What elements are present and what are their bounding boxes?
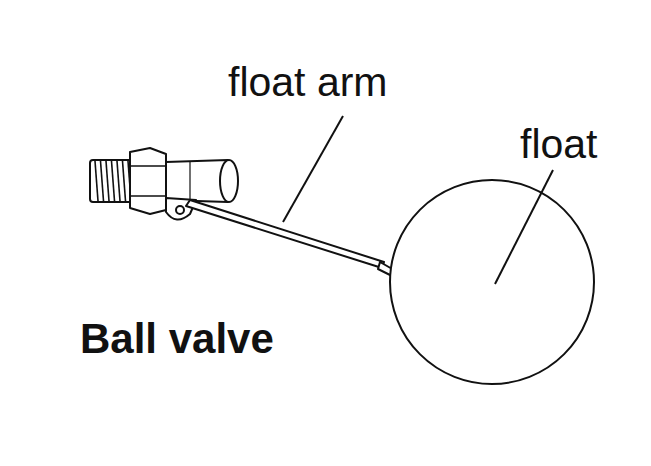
valve-nozzle	[220, 160, 238, 202]
leader-line	[283, 116, 343, 222]
float-ball	[390, 180, 594, 384]
float-arm-rod	[186, 200, 384, 268]
thread-line	[95, 161, 98, 201]
leader-line	[495, 170, 553, 284]
thread-line	[112, 161, 115, 201]
diagram-title: Ball valve	[80, 318, 274, 360]
thread-line	[123, 161, 126, 201]
hex-nut	[130, 148, 166, 214]
pivot-hole	[176, 206, 184, 214]
part-label: float arm	[228, 62, 388, 103]
thread-line	[117, 161, 120, 201]
thread-line	[106, 161, 109, 201]
threaded-nipple	[90, 160, 132, 202]
thread-line	[101, 161, 104, 201]
part-label: float	[520, 124, 598, 165]
